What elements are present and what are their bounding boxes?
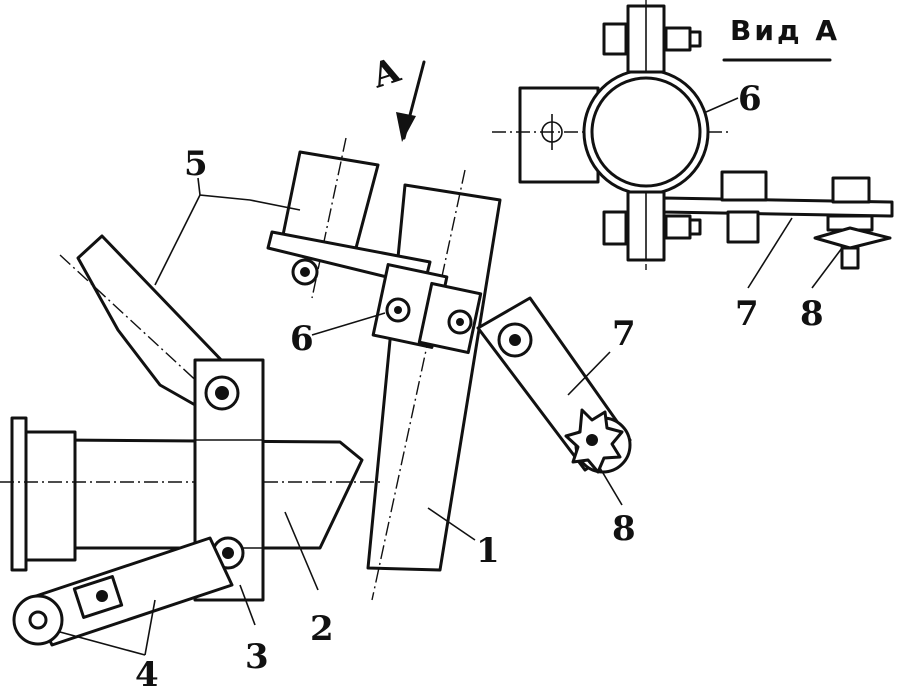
clamp-6 bbox=[266, 230, 483, 355]
leader-lines bbox=[59, 177, 623, 656]
label-8: 8 bbox=[612, 509, 636, 549]
label-4: 4 bbox=[135, 655, 159, 692]
inset-label-8: 8 bbox=[800, 294, 824, 334]
label-5: 5 bbox=[184, 144, 208, 184]
label-1: 1 bbox=[476, 531, 500, 571]
knob-8 bbox=[564, 408, 624, 474]
inset-view-a: Вид А 6 7 bbox=[492, 0, 894, 334]
label-2: 2 bbox=[310, 609, 334, 649]
inset-label-6: 6 bbox=[738, 79, 762, 119]
label-7: 7 bbox=[612, 314, 636, 354]
inset-label-7: 7 bbox=[735, 294, 759, 334]
view-arrow bbox=[396, 60, 426, 142]
inset-title: Вид А bbox=[730, 14, 840, 47]
arrow-label: А bbox=[367, 50, 406, 97]
main-labels: 5 6 7 8 1 2 3 4 А bbox=[135, 50, 636, 692]
clamp-3 bbox=[193, 358, 265, 602]
label-6: 6 bbox=[290, 319, 314, 359]
arm-4 bbox=[12, 536, 234, 647]
label-3: 3 bbox=[245, 637, 269, 677]
